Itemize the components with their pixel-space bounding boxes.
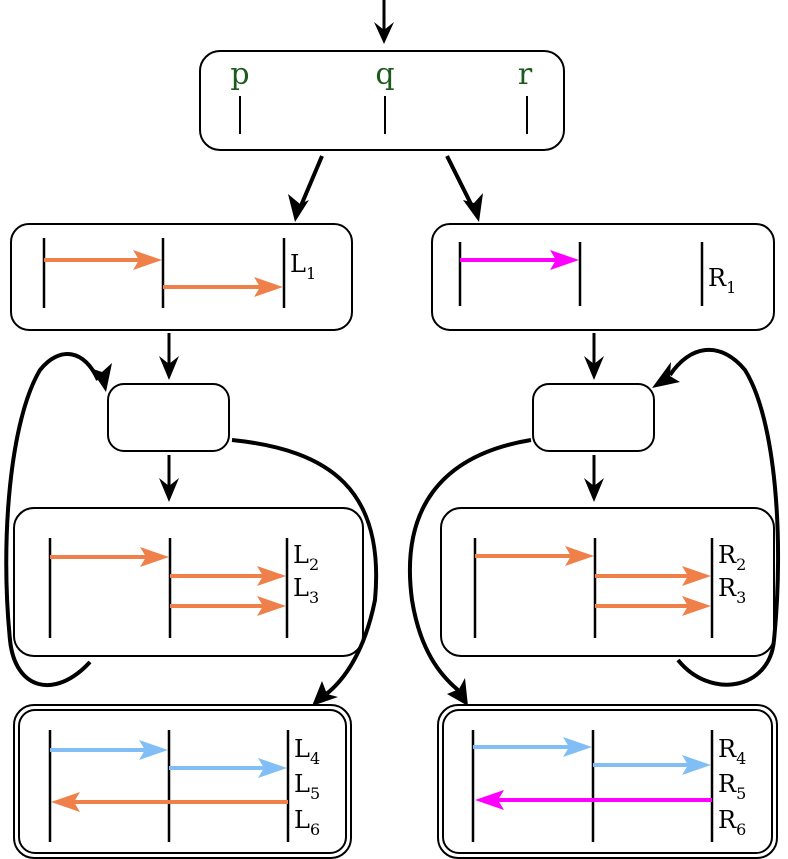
label-R1: R1 [708,264,736,297]
edge-right-junction-2-head [584,478,604,502]
left-box-1-arrow-2-head [254,277,283,297]
process-label-p: p [230,57,249,92]
left-box-2-arrow-2-head [257,566,286,586]
right-box-2 [440,507,775,657]
edge-right-loop-back [668,347,781,687]
left-junction-node [107,383,230,452]
left-box-3-arrow-2-head [258,758,287,778]
label-R4: R4 [718,735,746,768]
edge-left-loop-back-head [90,363,112,392]
label-R5: R5 [718,770,746,803]
label-L1: L1 [290,250,316,283]
label-R3: R3 [718,574,746,607]
edge-root-left [298,155,324,209]
label-R2: R2 [718,541,746,574]
edge-right-junction-3-head [447,678,468,706]
left-box-1 [10,223,353,331]
right-box-1 [431,223,775,331]
right-box-2-arrow-1-head [565,546,594,566]
right-box-2-arrow-2-head [682,566,711,586]
left-box-2-arrow-3-head [257,596,286,616]
edge-root-right [445,155,475,209]
edge-right-1-junction-head [584,356,604,380]
root-node [199,50,565,151]
entry-arrowhead [374,22,394,44]
edge-right-junction-3 [407,438,532,692]
label-L6: L6 [294,806,320,839]
right-box-2-arrow-3-head [682,596,711,616]
edge-right-loop-back-head [652,362,680,388]
right-box-3-arrow-3-head [475,790,504,810]
label-R6: R6 [718,806,746,839]
edge-root-right-head [463,193,483,222]
label-L5: L5 [294,770,320,803]
right-junction-node [532,383,655,452]
left-box-3-arrow-1-head [139,740,168,760]
label-L4: L4 [294,735,320,768]
left-box-3 [18,709,347,854]
process-label-q: q [375,57,394,92]
edge-left-junction-2-head [159,478,179,502]
edge-left-1-junction-head [159,356,179,380]
process-label-r: r [518,57,533,92]
right-box-1-arrow-1-head [550,250,579,270]
label-L3: L3 [293,574,319,607]
right-box-3-arrow-1-head [563,737,592,757]
edge-left-loop-back [4,352,100,688]
left-box-3-arrow-3-head [51,792,80,812]
left-box-2 [13,507,364,657]
edge-left-junction-3-head [312,681,338,706]
edge-root-left-head [288,194,309,222]
edge-left-junction-3 [231,438,379,697]
right-box-3-arrow-2-head [682,755,711,775]
left-box-1-arrow-1-head [133,250,162,270]
label-L2: L2 [293,541,319,574]
left-box-2-arrow-1-head [140,547,169,567]
